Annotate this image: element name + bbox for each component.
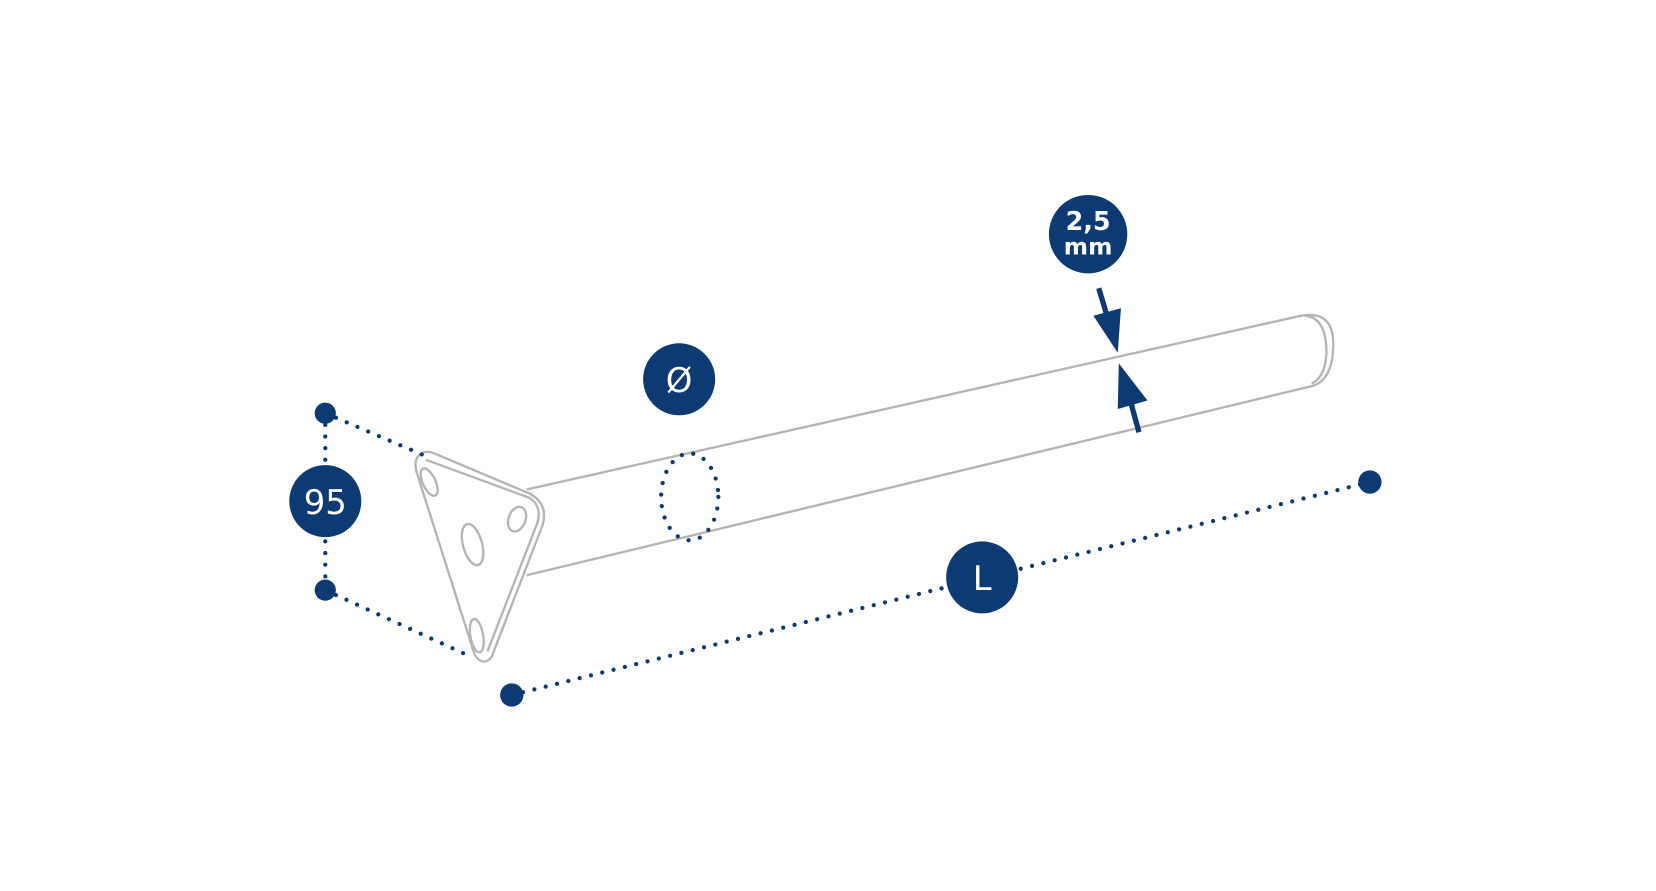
- badge-wall-thickness: 2,5 mm: [1048, 194, 1128, 274]
- arrow-up-icon: [1117, 363, 1148, 409]
- arrow-down-icon: [1093, 308, 1121, 353]
- wall-thickness-arrows: [1093, 287, 1148, 433]
- diameter-label: Ø: [666, 361, 693, 400]
- plate-dim-bottom-leader: [323, 587, 476, 661]
- plate-slot-bottom: [468, 617, 485, 654]
- wall-thickness-unit: mm: [1064, 233, 1113, 260]
- plate-slot-top: [419, 467, 439, 497]
- plate-dim-top-dot: [314, 402, 336, 424]
- plate-dim-top-leader: [323, 411, 430, 459]
- length-dim-end-dot: [1358, 470, 1382, 494]
- length-label: L: [973, 559, 992, 598]
- length-dim-line: [509, 479, 1373, 698]
- dimension-endpoints: [314, 402, 1382, 707]
- mounting-plate: [414, 450, 546, 663]
- length-dim-start-dot: [500, 683, 524, 707]
- tube-end-cap: [1305, 314, 1328, 385]
- wall-thickness-value: 2,5: [1066, 206, 1111, 236]
- diameter-dotted-section: [659, 451, 721, 543]
- plate-dim-bottom-dot: [314, 579, 336, 601]
- tube-body: [526, 313, 1335, 577]
- plate-hole-right: [506, 505, 528, 533]
- plate-size-label: 95: [304, 483, 347, 522]
- dimension-lines: [323, 411, 1373, 698]
- badge-plate-size: 95: [289, 465, 362, 538]
- plate-hole-center: [460, 522, 485, 567]
- mounting-plate-inner: [425, 458, 540, 652]
- badge-length: L: [946, 541, 1019, 614]
- badge-diameter: Ø: [643, 343, 716, 416]
- tube-leg-drawing: [414, 313, 1335, 663]
